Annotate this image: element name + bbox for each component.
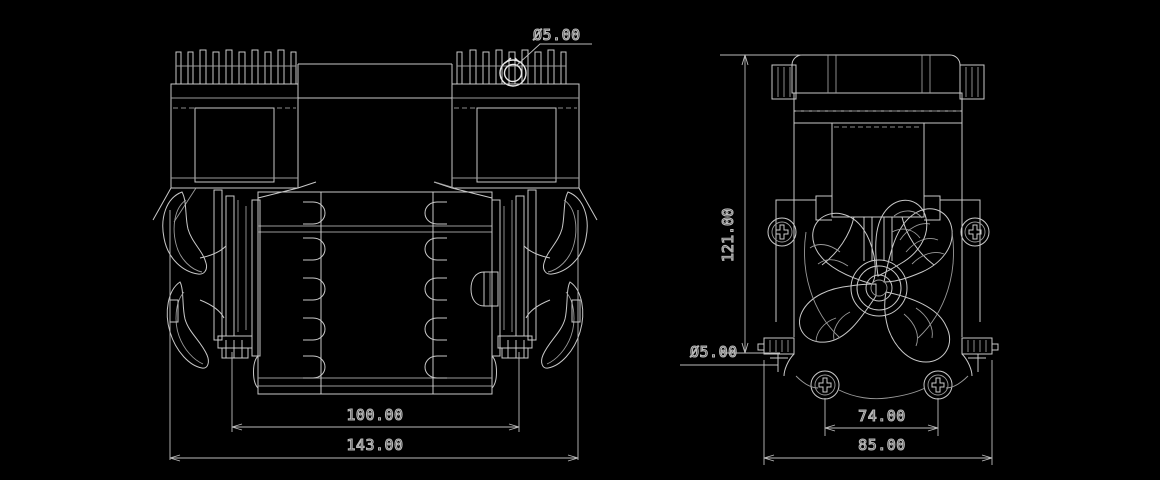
front-elevation-view <box>153 50 597 394</box>
side-view-dimensions: 121.00 Ø5.00 74.00 85.00 <box>680 54 993 465</box>
side-elevation-view <box>758 55 998 399</box>
hub-pillar-side <box>822 217 934 265</box>
heatsink-fins-right <box>457 50 566 84</box>
center-top-span <box>298 64 452 98</box>
lower-rounded-ends <box>254 356 497 394</box>
mid-body-side <box>776 123 980 337</box>
dim-height-overall-side: 121.00 <box>718 54 802 354</box>
ext-lines-overall-front <box>169 210 579 460</box>
dim-label-width-overall-side: 85.00 <box>858 436 906 454</box>
dim-diameter-foot: Ø5.00 <box>680 342 778 366</box>
fan-blades-side <box>799 200 954 362</box>
body-tabs-right <box>425 202 447 378</box>
dim-width-overall-front: 143.00 <box>169 435 579 462</box>
dim-label-width-inner-side: 74.00 <box>858 407 906 425</box>
dim-width-inner-front: 100.00 <box>231 405 520 431</box>
side-fin-blocks-top <box>772 65 984 99</box>
dim-label-height-overall-side: 121.00 <box>719 208 737 262</box>
screw-top-left <box>768 218 796 246</box>
screw-top-right <box>961 218 989 246</box>
dim-label-width-inner-front: 100.00 <box>346 406 403 424</box>
heatsink-fins-left <box>176 50 296 84</box>
motor-body-front <box>252 192 500 394</box>
mounting-screws <box>768 218 989 399</box>
fan-left-profile <box>163 190 252 368</box>
dim-label-width-overall-front: 143.00 <box>346 436 403 454</box>
fan-right-profile <box>498 190 587 368</box>
right-housing-block <box>452 84 579 188</box>
ext-lines-inner-front <box>231 352 520 432</box>
screw-bottom-left <box>811 371 839 399</box>
front-view-dimensions: Ø5.00 100.00 143.00 <box>169 25 592 462</box>
dim-width-overall-side: 85.00 <box>763 435 993 462</box>
screw-bottom-right <box>924 371 952 399</box>
top-mounting-hole <box>499 57 527 87</box>
dim-label-diameter-top: Ø5.00 <box>533 26 581 44</box>
shaft-boss-front <box>471 272 498 306</box>
dim-label-diameter-foot: Ø5.00 <box>690 343 738 361</box>
dim-width-inner-side: 74.00 <box>824 406 939 432</box>
top-housing-side <box>792 55 962 123</box>
left-housing-block <box>171 84 298 188</box>
ext-lines-overall-side <box>763 360 993 465</box>
ext-lines-inner-side <box>824 398 939 436</box>
dim-diameter-top: Ø5.00 <box>515 25 592 67</box>
body-tabs-left <box>303 202 325 378</box>
mounting-feet-side <box>758 338 998 376</box>
